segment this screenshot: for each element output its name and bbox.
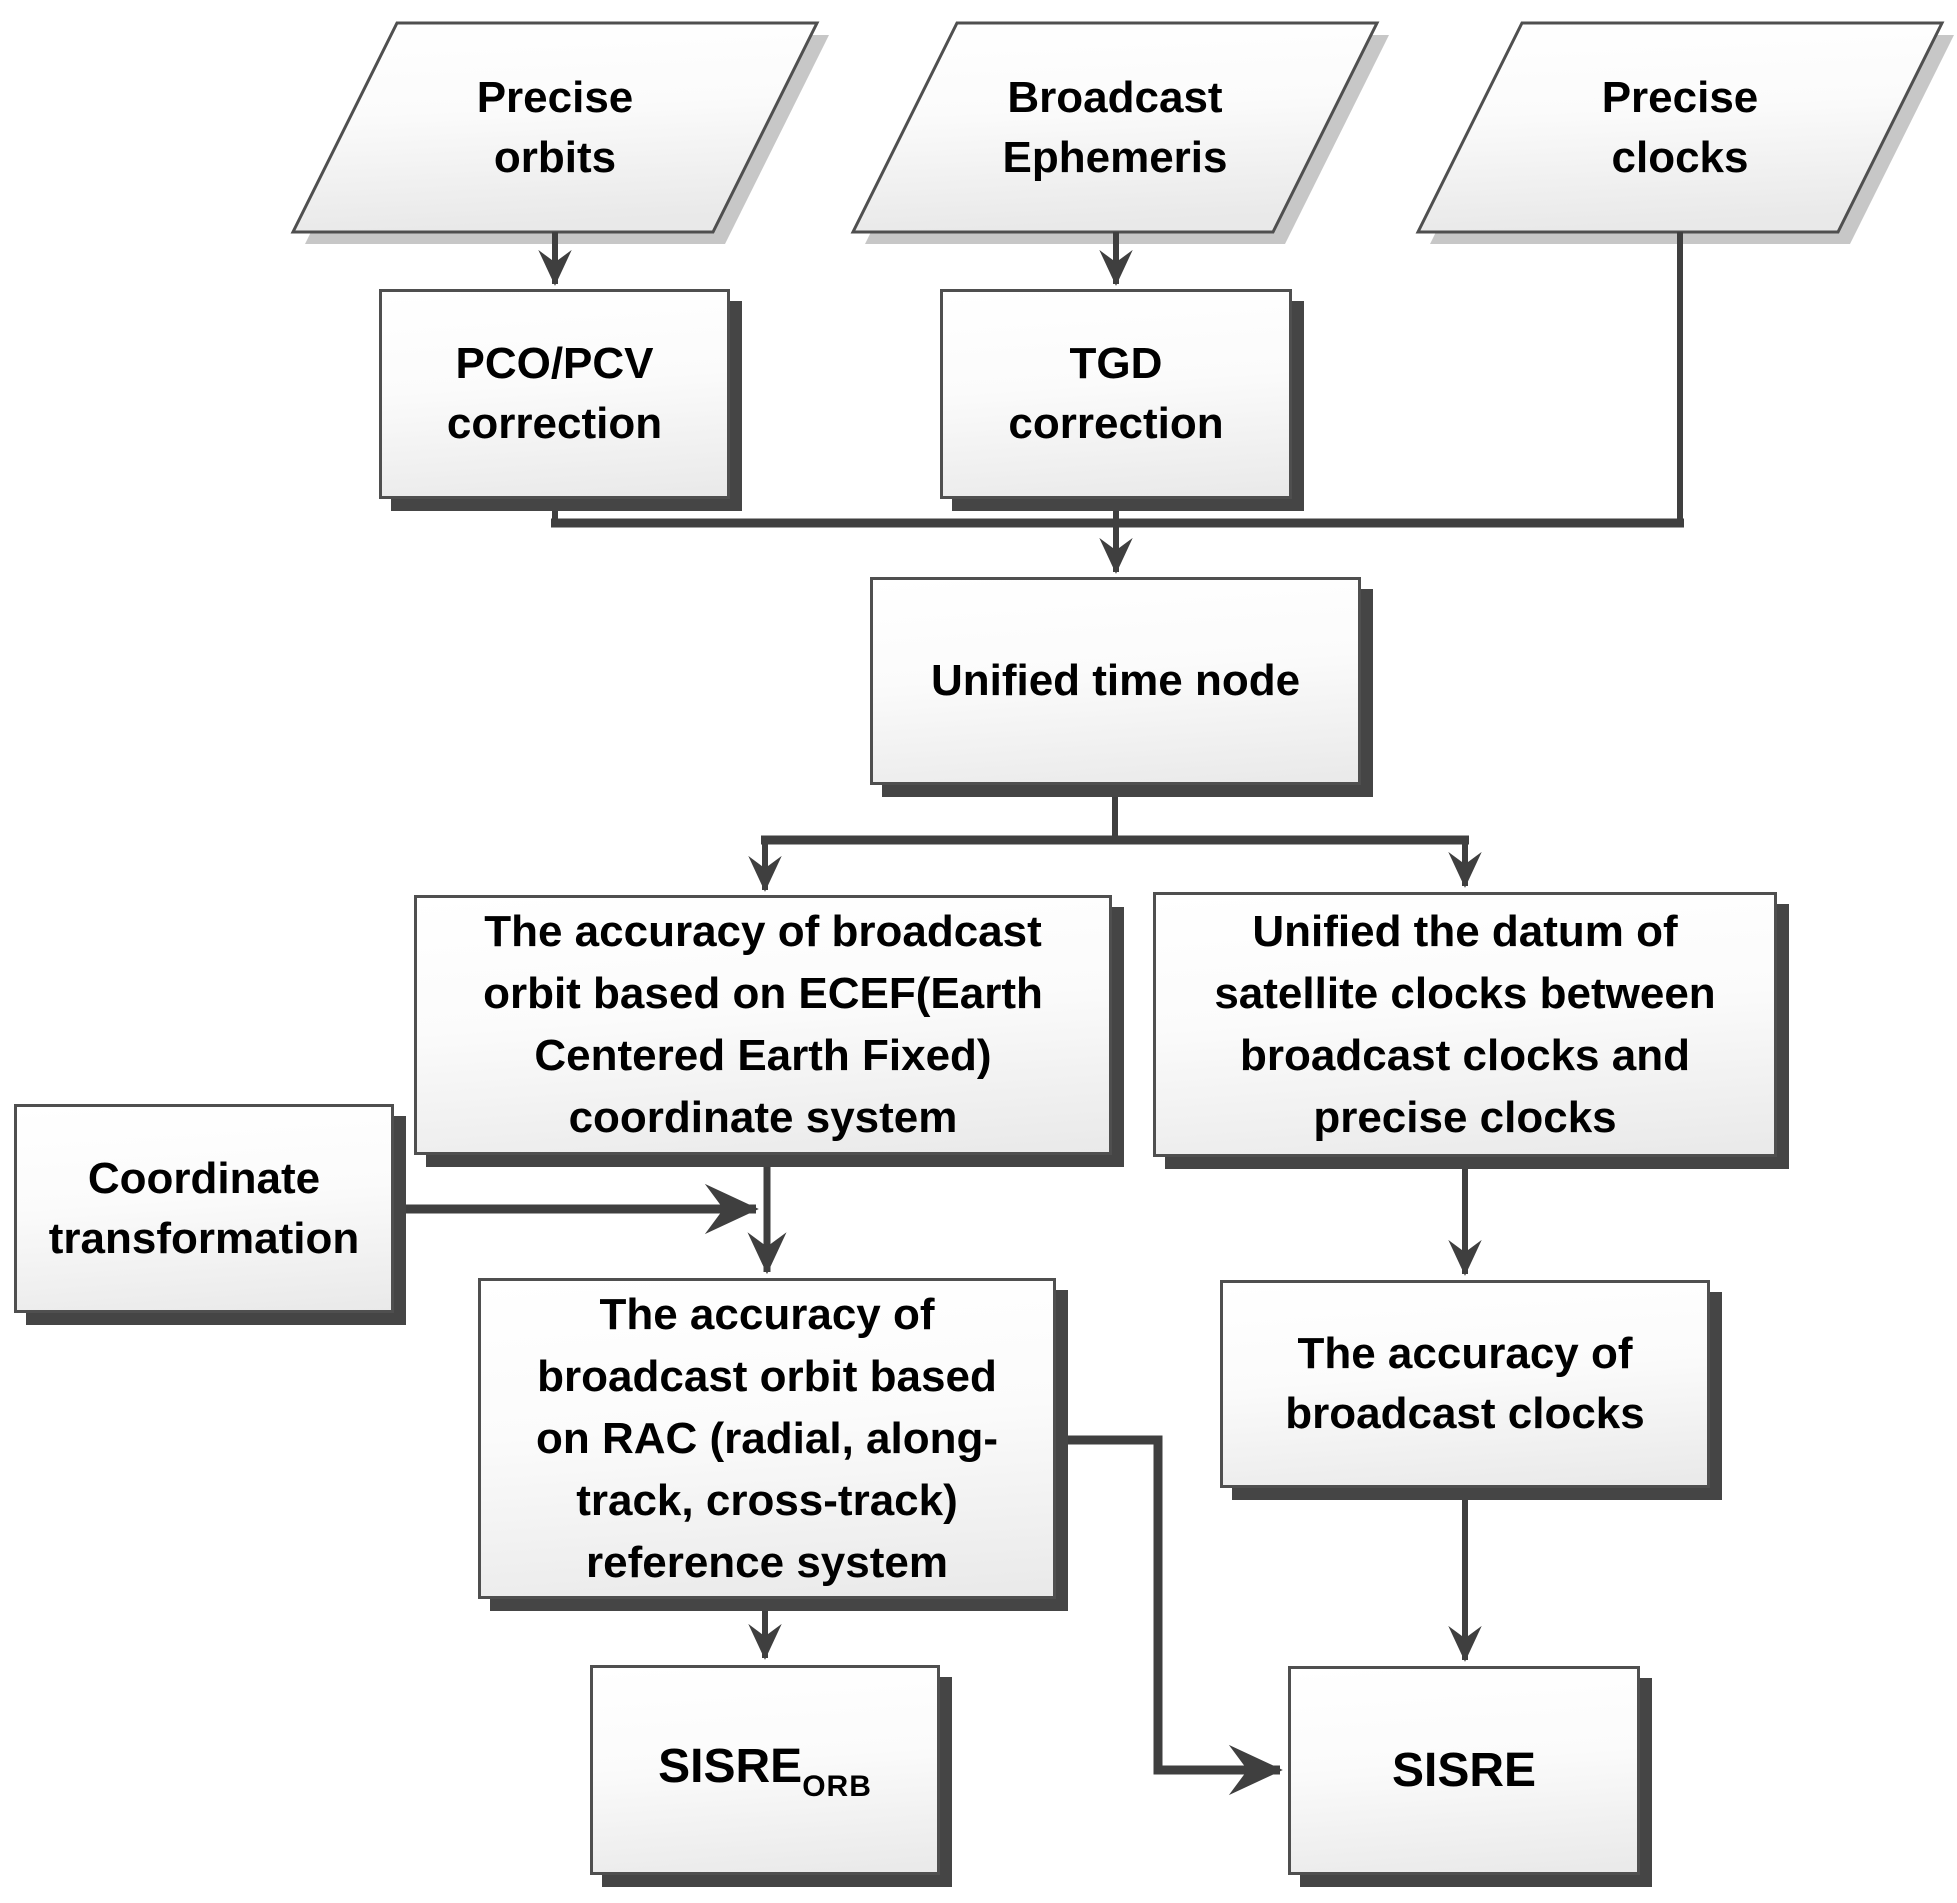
precise-clocks-shape [1415,21,1945,234]
node-tgd-correction: TGD correction [940,289,1292,499]
edge-rac-to-sisre-elbow [1056,1435,1283,1796]
node-orbit-accuracy-ecef: The accuracy of broadcast orbit based on… [414,895,1112,1155]
node-unified-clock-datum: Unified the datum of satellite clocks be… [1153,892,1777,1157]
node-sisre: SISRE [1288,1666,1640,1875]
broadcast-ephemeris-shape [850,21,1380,234]
node-orbit-accuracy-rac: The accuracy of broadcast orbit based on… [478,1278,1056,1599]
node-pco-pcv-correction: PCO/PCV correction [379,289,730,499]
node-unified-time-node: Unified time node [870,577,1361,785]
precise-orbits-shape [290,21,820,234]
node-sisre-orb: SISREORB [590,1665,940,1875]
sisre-orb-label: SISREORB [658,1740,872,1803]
node-coordinate-transformation: Coordinate transformation [14,1104,394,1313]
node-broadcast-clocks-accuracy: The accuracy of broadcast clocks [1220,1280,1710,1488]
